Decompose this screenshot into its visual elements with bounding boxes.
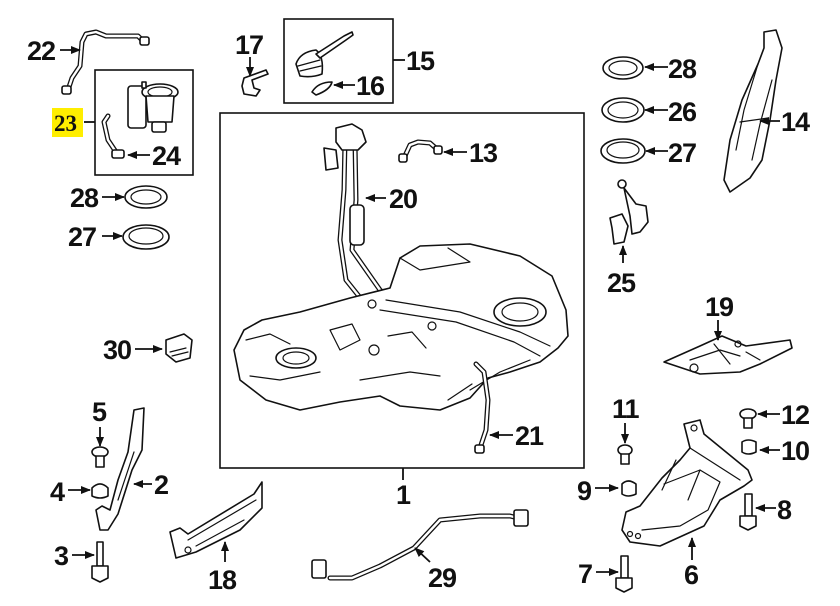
part-7-shield-bolt[interactable] xyxy=(615,555,633,593)
callout-7[interactable]: 7 xyxy=(578,559,593,589)
callout-22[interactable]: 22 xyxy=(27,36,56,66)
callout-23[interactable]: 23 xyxy=(54,111,77,136)
callout-30[interactable]: 30 xyxy=(103,335,132,365)
callout-6[interactable]: 6 xyxy=(684,560,700,590)
part-30-control-module[interactable] xyxy=(165,333,193,363)
callout-25[interactable]: 25 xyxy=(607,268,637,298)
callout-3[interactable]: 3 xyxy=(54,541,70,571)
part-24-pump-harness[interactable] xyxy=(101,113,125,159)
part-22-feed-line[interactable] xyxy=(61,29,150,95)
part-27-lock-ring-left[interactable] xyxy=(122,224,170,250)
callout-5[interactable]: 5 xyxy=(92,397,108,427)
part-5-strap-screw[interactable] xyxy=(91,446,109,468)
part-28-gasket-left[interactable] xyxy=(124,185,168,209)
callout-16[interactable]: 16 xyxy=(356,71,386,101)
part-21-fuel-line[interactable] xyxy=(473,361,491,454)
part-18-bracket[interactable] xyxy=(169,481,263,559)
callout-12[interactable]: 12 xyxy=(781,400,810,430)
part-26-seal-ring[interactable] xyxy=(601,97,645,123)
part-28-gasket-right[interactable] xyxy=(602,56,644,80)
callout-13[interactable]: 13 xyxy=(469,138,499,168)
callout-18[interactable]: 18 xyxy=(208,565,238,595)
part-4-strap-insulator[interactable] xyxy=(91,483,109,499)
callout-14[interactable]: 14 xyxy=(781,107,811,137)
callout-11[interactable]: 11 xyxy=(612,394,641,424)
leader-29 xyxy=(414,547,431,563)
callout-26[interactable]: 26 xyxy=(668,97,698,127)
callout-27-left[interactable]: 27 xyxy=(68,222,97,252)
callout-23-highlight xyxy=(52,108,83,137)
part-29-wiring-harness[interactable] xyxy=(311,509,529,581)
callout-10[interactable]: 10 xyxy=(781,436,810,466)
callout-29[interactable]: 29 xyxy=(428,563,458,593)
callout-28-right[interactable]: 28 xyxy=(668,54,698,84)
part-9-shield-insulator[interactable] xyxy=(621,480,637,497)
callout-19[interactable]: 19 xyxy=(705,292,735,322)
part-10-shield-insulator-right[interactable] xyxy=(741,439,757,455)
group-box-15 xyxy=(283,18,394,104)
callout-17[interactable]: 17 xyxy=(235,30,264,60)
callout-8[interactable]: 8 xyxy=(777,495,793,525)
callout-24[interactable]: 24 xyxy=(152,141,182,171)
part-3-strap-bolt[interactable] xyxy=(91,541,109,583)
callout-15[interactable]: 15 xyxy=(406,46,436,76)
part-2-tank-strap[interactable] xyxy=(95,407,145,531)
callout-20[interactable]: 20 xyxy=(389,184,418,214)
part-16-cap-seal[interactable] xyxy=(311,81,333,96)
callout-2[interactable]: 2 xyxy=(154,470,169,500)
part-25-level-sensor[interactable] xyxy=(609,179,649,245)
part-19-upper-shield[interactable] xyxy=(663,335,793,375)
callout-21[interactable]: 21 xyxy=(515,421,545,451)
callout-28-left[interactable]: 28 xyxy=(70,183,100,213)
part-27-lock-ring-right[interactable] xyxy=(600,138,646,164)
callout-9[interactable]: 9 xyxy=(577,476,593,506)
group-box-1 xyxy=(219,112,585,469)
part-14-tank-shield[interactable] xyxy=(723,29,783,193)
part-1-fuel-tank[interactable] xyxy=(233,243,569,411)
part-11-shield-screw[interactable] xyxy=(617,444,633,465)
callout-1[interactable]: 1 xyxy=(396,480,412,510)
part-6-heat-shield[interactable] xyxy=(621,419,753,547)
part-12-shield-screw-right[interactable] xyxy=(739,408,757,429)
part-15-filler-cap[interactable] xyxy=(295,31,354,78)
callout-27-right[interactable]: 27 xyxy=(668,138,697,168)
part-20-filler-pipe[interactable] xyxy=(323,123,395,303)
part-17-clip[interactable] xyxy=(241,69,269,97)
part-8-shield-bolt-right[interactable] xyxy=(739,493,757,531)
callout-4[interactable]: 4 xyxy=(50,477,66,507)
part-23-fuel-pump-assembly[interactable] xyxy=(127,81,179,133)
part-13-vent-line[interactable] xyxy=(398,139,443,163)
